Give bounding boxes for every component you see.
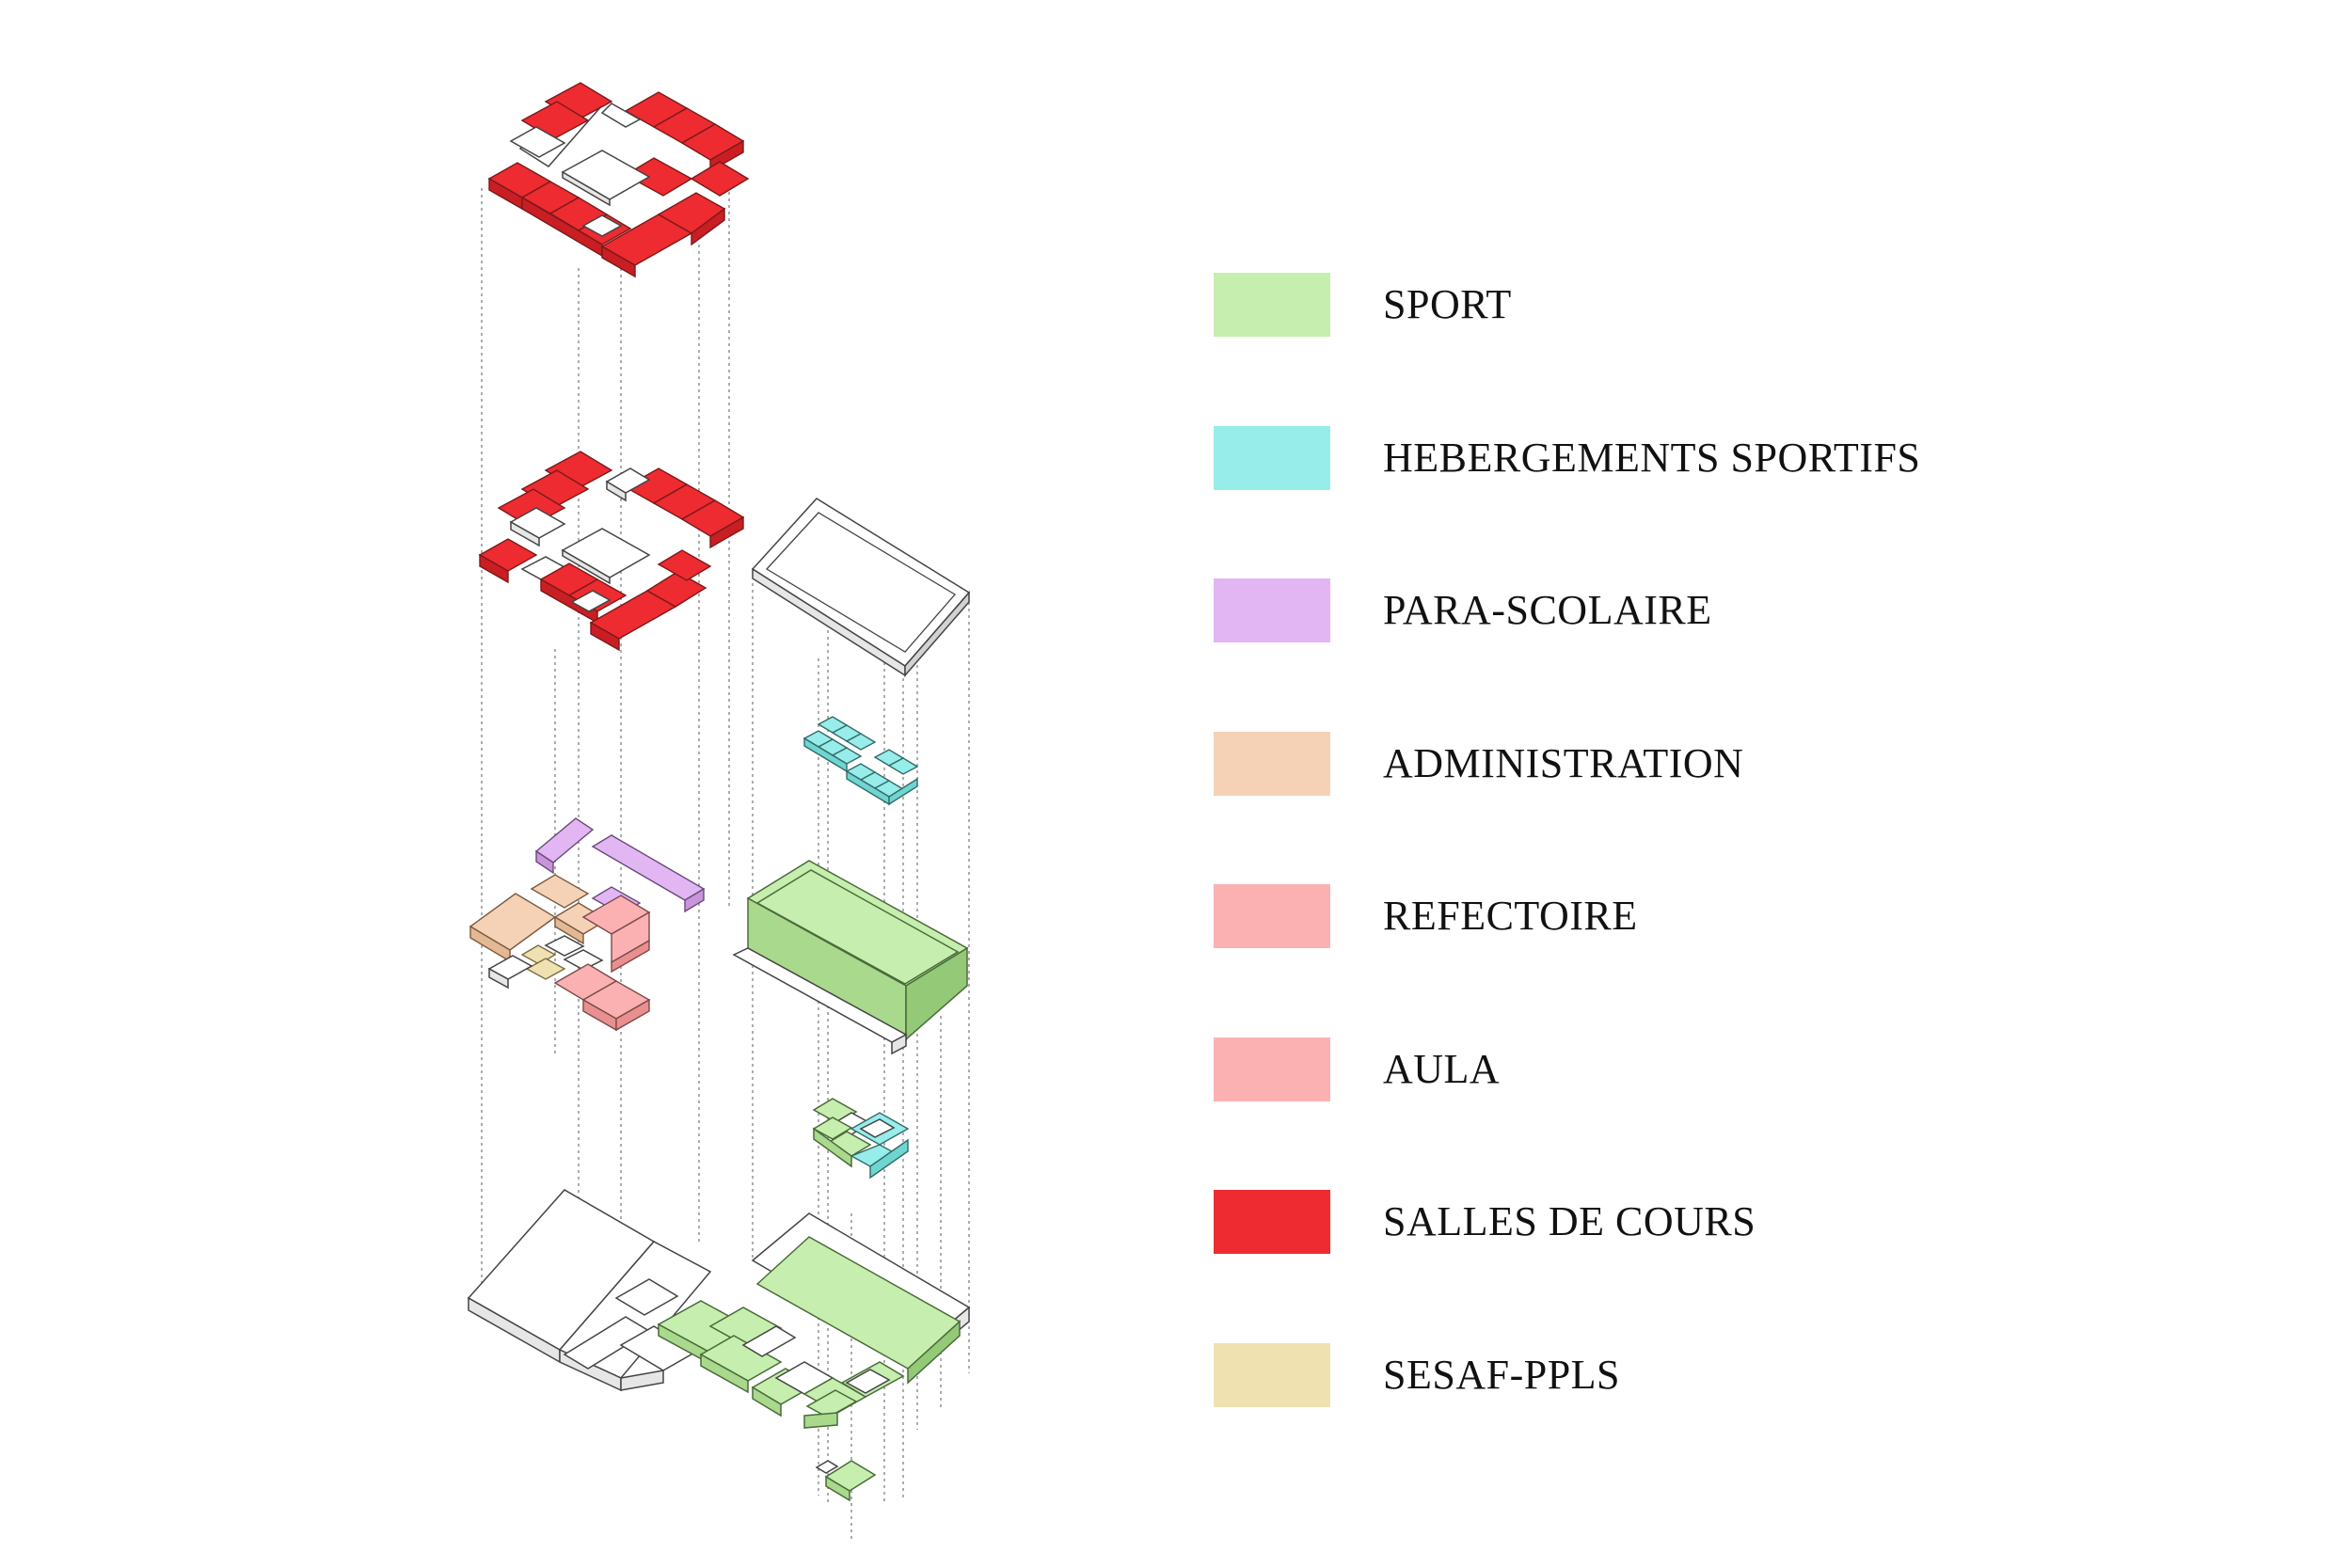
legend-label-hebergements-sportifs: HEBERGEMENTS SPORTIFS: [1383, 434, 1921, 481]
legend: SPORT HEBERGEMENTS SPORTIFS PARA-SCOLAIR…: [1214, 273, 2060, 1496]
legend-swatch-sport: [1214, 273, 1330, 337]
legend-item-hebergements-sportifs: HEBERGEMENTS SPORTIFS: [1214, 425, 2060, 579]
legend-label-aula: AULA: [1383, 1045, 1501, 1092]
gym-roof-volume: [751, 498, 971, 678]
legend-swatch-refectoire: [1214, 884, 1330, 948]
legend-item-aula: AULA: [1214, 1037, 2060, 1191]
legend-swatch-hebergements-sportifs: [1214, 425, 1330, 490]
legend-item-administration: ADMINISTRATION: [1214, 731, 2060, 885]
small-sport-floor: [812, 1098, 910, 1180]
legend-label-sesaf-ppls: SESAF-PPLS: [1383, 1351, 1621, 1398]
legend-swatch-salles-de-cours: [1214, 1190, 1330, 1254]
legend-label-administration: ADMINISTRATION: [1383, 739, 1744, 786]
legend-label-sport: SPORT: [1383, 281, 1512, 327]
legend-item-sesaf-ppls: SESAF-PPLS: [1214, 1342, 2060, 1497]
legend-swatch-aula: [1214, 1037, 1330, 1101]
level-3-classrooms: [478, 451, 745, 652]
sports-lodging-blocks: [803, 716, 919, 806]
legend-label-para-scolaire: PARA-SCOLAIRE: [1383, 587, 1712, 633]
legend-item-refectoire: REFECTOIRE: [1214, 884, 2060, 1037]
ground-floor: [467, 1189, 971, 1502]
legend-swatch-para-scolaire: [1214, 578, 1330, 642]
gym-hall-volume: [732, 860, 969, 1055]
level-4-classrooms: [487, 82, 750, 278]
legend-label-refectoire: REFECTOIRE: [1383, 893, 1638, 939]
legend-swatch-sesaf-ppls: [1214, 1342, 1330, 1407]
legend-item-sport: SPORT: [1214, 273, 2060, 426]
legend-swatch-administration: [1214, 731, 1330, 796]
level-2-admin-ring: [469, 817, 706, 1032]
legend-item-para-scolaire: PARA-SCOLAIRE: [1214, 578, 2060, 732]
legend-label-salles-de-cours: SALLES DE COURS: [1383, 1198, 1756, 1244]
legend-item-salles-de-cours: SALLES DE COURS: [1214, 1190, 2060, 1343]
